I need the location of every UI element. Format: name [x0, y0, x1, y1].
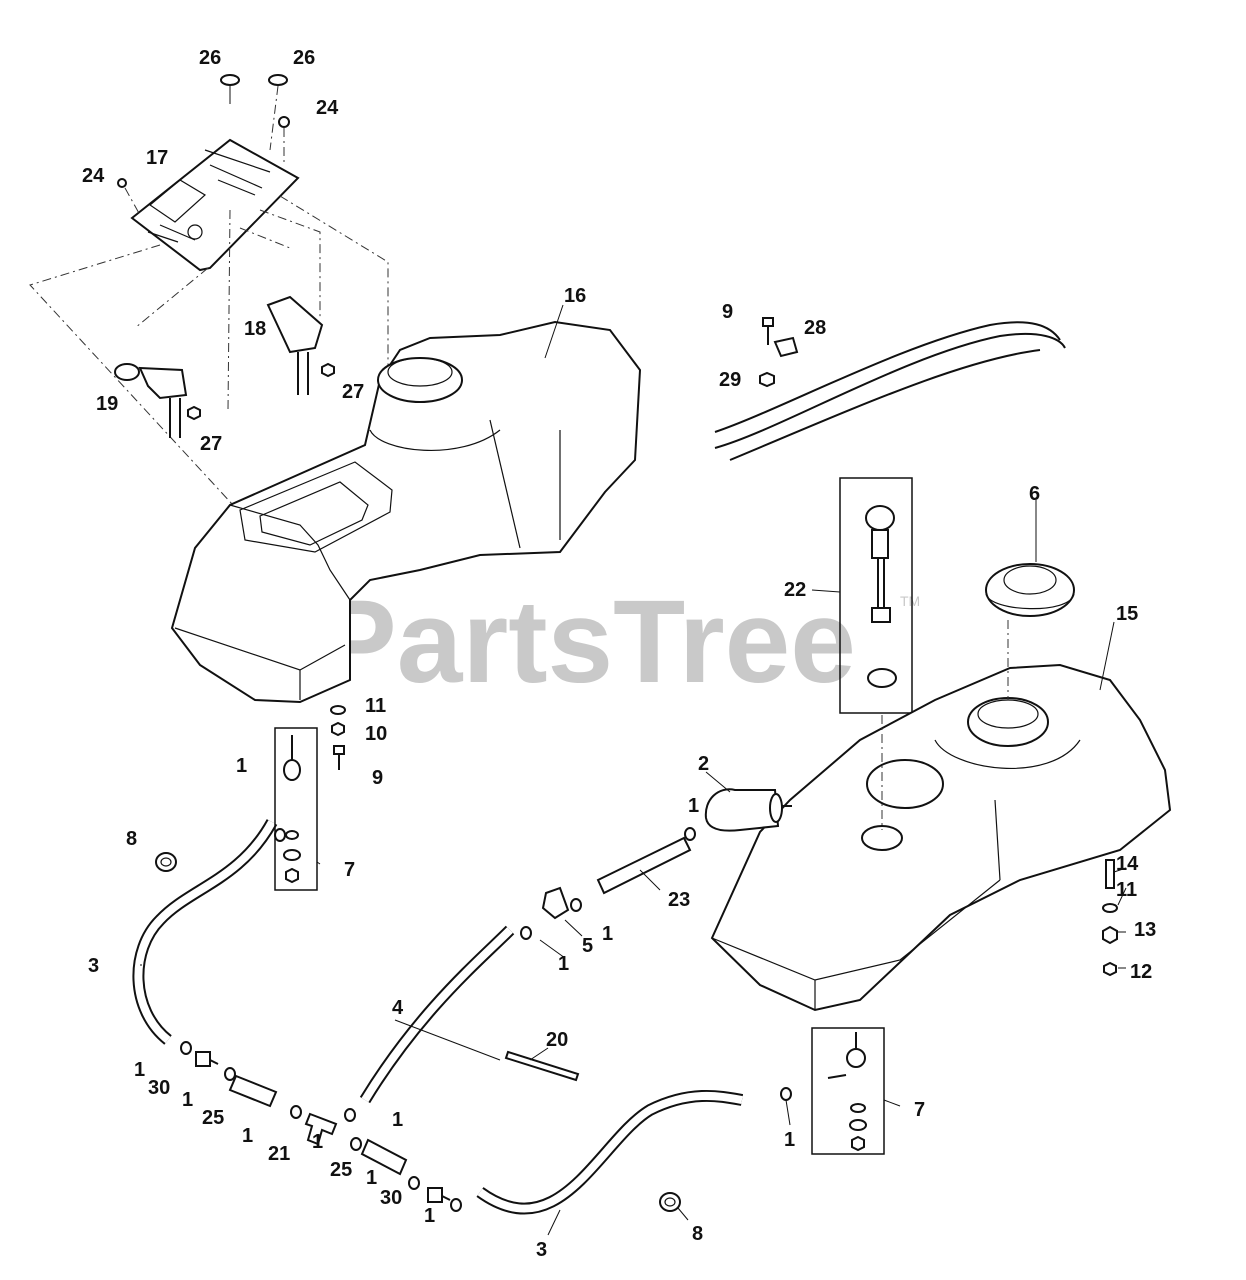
grommet-8a — [155, 852, 177, 872]
callout-1i: 1 — [312, 1131, 323, 1153]
callout-4: 4 — [392, 997, 404, 1019]
callout-28: 28 — [804, 317, 826, 339]
fuel-gauge-box-22 — [839, 477, 913, 714]
callout-labels: 26 26 24 17 24 18 27 19 27 16 9 28 29 6 … — [82, 47, 1156, 1261]
callout-26b: 26 — [293, 47, 315, 69]
callout-14: 14 — [1116, 853, 1139, 875]
fuel-hose-23 — [596, 836, 692, 895]
fitting-30b — [427, 1187, 451, 1203]
callout-9a: 9 — [722, 301, 733, 323]
control-panel-plug-26b — [268, 74, 288, 151]
shutoff-valve-5 — [541, 886, 570, 920]
callout-7a: 7 — [344, 859, 355, 881]
callout-10: 10 — [365, 723, 387, 745]
callout-24a: 24 — [316, 97, 339, 119]
switch-19 — [114, 363, 188, 438]
washer-11a — [330, 705, 346, 715]
hose-25b — [360, 1138, 408, 1176]
callout-5: 5 — [582, 935, 593, 957]
switch-18 — [266, 295, 324, 395]
callout-18: 18 — [244, 318, 266, 340]
grommet-8b — [659, 1192, 681, 1212]
callout-1g: 1 — [242, 1125, 253, 1147]
callout-1a: 1 — [236, 755, 247, 777]
fuel-tank-15 — [710, 663, 1172, 1012]
cable-tie-20 — [504, 1050, 580, 1082]
callout-17: 17 — [146, 147, 168, 169]
callout-12: 12 — [1130, 961, 1152, 983]
callout-1f: 1 — [182, 1089, 193, 1111]
callout-11b: 11 — [1116, 879, 1137, 901]
callout-26a: 26 — [199, 47, 221, 69]
callout-3a: 3 — [88, 955, 99, 977]
callout-1c: 1 — [602, 923, 613, 945]
bolt-9a — [762, 317, 774, 345]
callout-19: 19 — [96, 393, 118, 415]
callout-30b: 30 — [380, 1187, 402, 1209]
callout-1e: 1 — [134, 1059, 145, 1081]
screw-24a — [278, 116, 290, 166]
screw-24b — [117, 178, 141, 216]
callout-1b: 1 — [688, 795, 699, 817]
watermark-text: PartsTree — [318, 576, 856, 708]
fitting-30a — [195, 1051, 219, 1067]
nut-13 — [1102, 925, 1118, 945]
callout-13: 13 — [1134, 919, 1156, 941]
callout-25a: 25 — [202, 1107, 224, 1129]
callout-25b: 25 — [330, 1159, 352, 1181]
callout-1j: 1 — [366, 1167, 377, 1189]
nut-27b — [321, 362, 335, 378]
callout-8b: 8 — [692, 1223, 703, 1245]
control-panel-plate — [130, 138, 300, 272]
outlet-fitting-kit-7b — [811, 1027, 885, 1155]
callout-21: 21 — [268, 1143, 290, 1165]
callout-27b: 27 — [200, 433, 222, 455]
callout-24b: 24 — [82, 165, 105, 187]
callout-7b: 7 — [914, 1099, 925, 1121]
hose-clamp-1 — [180, 827, 792, 1212]
spacer-14 — [1105, 859, 1115, 889]
callout-15: 15 — [1116, 603, 1138, 625]
watermark-trademark: TM — [900, 593, 920, 609]
callout-3b: 3 — [536, 1239, 547, 1261]
throttle-cables — [714, 321, 1066, 461]
fuel-tank-16 — [170, 320, 642, 704]
callout-1d: 1 — [558, 953, 569, 975]
cable-clamp-28 — [773, 336, 799, 358]
callout-29: 29 — [719, 369, 741, 391]
bolt-9b — [333, 745, 345, 770]
callout-30a: 30 — [148, 1077, 170, 1099]
callout-1k: 1 — [424, 1205, 435, 1227]
fuel-filter-2 — [704, 788, 792, 832]
callout-1l: 1 — [784, 1129, 795, 1151]
washer-11b — [1102, 903, 1118, 913]
callout-2: 2 — [698, 753, 709, 775]
nut-29 — [759, 371, 775, 388]
nut-27a — [187, 405, 201, 421]
hose-25a — [228, 1074, 278, 1108]
callout-6: 6 — [1029, 483, 1040, 505]
callout-11a: 11 — [365, 695, 386, 717]
fuel-cap-6 — [985, 563, 1075, 617]
nut-12 — [1103, 961, 1117, 977]
outlet-fitting-kit-7a — [274, 727, 318, 891]
callout-9b: 9 — [372, 767, 383, 789]
callout-8a: 8 — [126, 828, 137, 850]
callout-1h: 1 — [392, 1109, 403, 1131]
callout-20: 20 — [546, 1029, 568, 1051]
control-panel-plug-26a — [220, 74, 240, 104]
callout-27a: 27 — [342, 381, 364, 403]
spacer-10 — [331, 721, 345, 737]
callout-22: 22 — [784, 579, 806, 601]
tee-fitting-21 — [304, 1112, 338, 1146]
leader-lines — [140, 304, 1127, 1236]
callout-23: 23 — [668, 889, 690, 911]
callout-16: 16 — [564, 285, 586, 307]
